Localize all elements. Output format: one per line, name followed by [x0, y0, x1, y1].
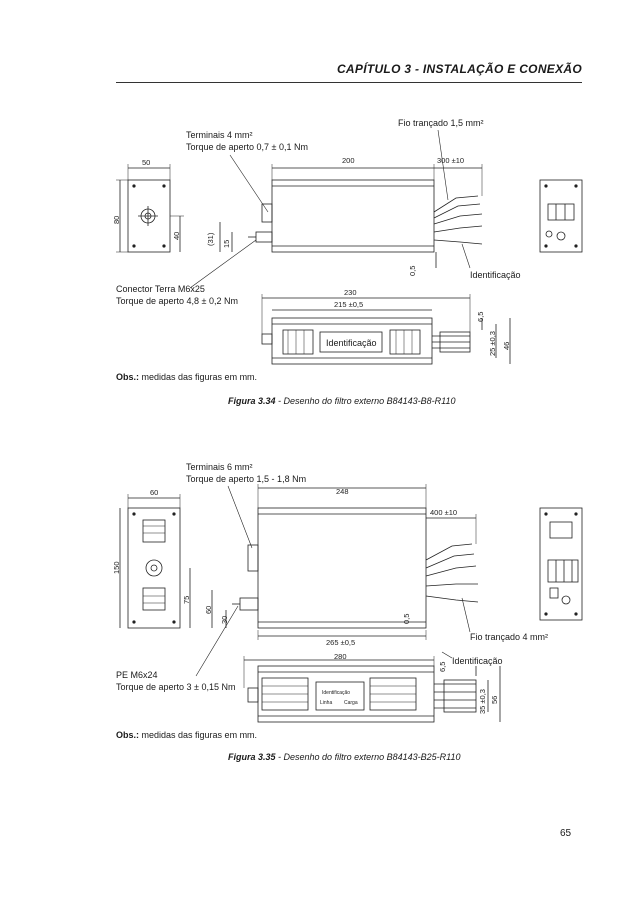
- fig35-plate-id: Identificação: [322, 690, 351, 696]
- fig35-terminals-label: Terminais 6 mm²: [186, 462, 253, 472]
- chapter-header: CAPÍTULO 3 - INSTALAÇÃO E CONEXÃO: [336, 62, 582, 76]
- fig34-terminal-leader: [229, 154, 269, 213]
- fig34-dim-230: 230: [344, 288, 357, 297]
- fig34-dim-200: 200: [342, 156, 355, 165]
- fig34-dim-300: 300 ±10: [437, 156, 465, 165]
- fig35-dim-150: 150: [112, 561, 121, 574]
- fig34-obs: Obs.: medidas das figuras em mm.: [116, 372, 257, 382]
- fig35-pe-connector-label: PE M6x24: [116, 670, 158, 680]
- fig34-dim-25: 25 ±0,3: [488, 331, 497, 356]
- fig35-caption-text: - Desenho do filtro externo B84143-B25-R…: [275, 752, 461, 762]
- fig34-dim-40: 40: [172, 231, 181, 240]
- fig34-dim-05: 0,5: [408, 265, 417, 276]
- fig34-caption-label: Figura 3.34: [228, 396, 276, 406]
- fig34-terminal-torque-label: Torque de aperto 0,7 ± 0,1 Nm: [186, 142, 309, 152]
- fig35-plate-line: Linha: [320, 700, 333, 706]
- fig34-obs-text: medidas das figuras em mm.: [139, 372, 258, 382]
- fig34-caption-text: - Desenho do filtro externo B84143-B8-R1…: [275, 396, 456, 406]
- fig35-dim-280: 280: [334, 652, 347, 661]
- fig34-dim-80: 80: [112, 215, 121, 224]
- fig35-plate-load: Carga: [344, 700, 358, 706]
- fig34-top-view: [261, 294, 511, 365]
- fig34-braided-wire-label: Fio trançado 1,5 mm²: [398, 118, 484, 128]
- fig34-end-view: [539, 179, 583, 253]
- fig35-braided-wire-label: Fio trançado 4 mm²: [470, 632, 549, 642]
- fig34-dim-50: 50: [142, 158, 151, 167]
- fig34-ident-leader: [461, 243, 471, 269]
- page-number: 65: [560, 828, 572, 839]
- fig35-dim-05: 0,5: [402, 613, 411, 624]
- fig35-dim-75: 75: [182, 595, 191, 604]
- fig34-plate-label: Identificação: [326, 338, 377, 348]
- fig35-dim-30: 30: [220, 615, 229, 624]
- fig34-dim-15: 15: [222, 239, 231, 248]
- fig35-terminal-leader: [227, 485, 253, 549]
- header-rule: [116, 82, 582, 83]
- fig34-ground-torque-label: Torque de aperto 4,8 ± 0,2 Nm: [116, 296, 239, 306]
- fig34-dim-65: 6,5: [476, 311, 485, 322]
- fig35-caption: Figura 3.35 - Desenho do filtro externo …: [228, 752, 460, 762]
- fig34-ground-leader: [189, 239, 257, 289]
- fig35-obs: Obs.: medidas das figuras em mm.: [116, 730, 257, 740]
- fig35-dim-248: 248: [336, 487, 349, 496]
- fig34-dim-46: 46: [502, 341, 511, 350]
- fig34-front-view: [219, 164, 483, 268]
- fig35-dim-65: 6,5: [438, 661, 447, 672]
- fig34-dim-31: (31): [206, 232, 215, 246]
- fig35-dim-35: 35 ±0,3: [478, 689, 487, 714]
- fig35-front-view: [211, 484, 479, 640]
- fig35-end-view: [539, 507, 583, 621]
- fig35-terminal-torque-label: Torque de aperto 1,5 - 1,8 Nm: [186, 474, 307, 484]
- fig34-wire-leader: [437, 129, 449, 201]
- fig35-dim-265: 265 ±0,5: [326, 638, 356, 647]
- fig35-dim-56: 56: [490, 695, 499, 704]
- fig34-terminals-label: Terminais 4 mm²: [186, 130, 253, 140]
- fig34-caption: Figura 3.34 - Desenho do filtro externo …: [228, 396, 455, 406]
- fig35-obs-text: medidas das figuras em mm.: [139, 730, 258, 740]
- fig35-dim-400: 400 ±10: [430, 508, 458, 517]
- fig34-obs-label: Obs.:: [116, 372, 140, 382]
- fig35-top-view: [243, 656, 501, 723]
- fig34-identification-label: Identificação: [470, 270, 521, 280]
- fig35-dim-60: 60: [150, 488, 159, 497]
- fig34-ground-connector-label: Conector Terra M6x25: [116, 284, 205, 294]
- fig35-identification-label: Identificação: [452, 656, 503, 666]
- fig35-dim-60b: 60: [204, 605, 213, 614]
- fig35-ident-leader: [441, 651, 453, 659]
- fig35-obs-label: Obs.:: [116, 730, 140, 740]
- fig35-wire-leader: [461, 597, 471, 633]
- fig34-dim-215: 215 ±0,5: [334, 300, 364, 309]
- fig34-side-view: [116, 164, 184, 253]
- fig35-pe-leader: [195, 605, 239, 677]
- fig35-caption-label: Figura 3.35: [228, 752, 276, 762]
- fig35-side-view: [119, 494, 191, 629]
- fig35-pe-torque-label: Torque de aperto 3 ± 0,15 Nm: [116, 682, 236, 692]
